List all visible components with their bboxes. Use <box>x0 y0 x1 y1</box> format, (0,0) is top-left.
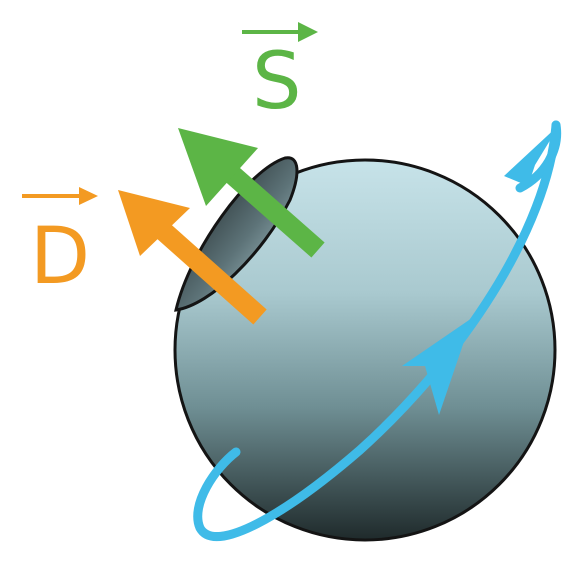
s-label-group: S <box>242 22 318 127</box>
d-label: D <box>30 212 90 302</box>
s-label: S <box>252 37 302 127</box>
d-overbar-right-arrow-icon <box>79 187 98 205</box>
d-label-group: D <box>22 187 98 302</box>
